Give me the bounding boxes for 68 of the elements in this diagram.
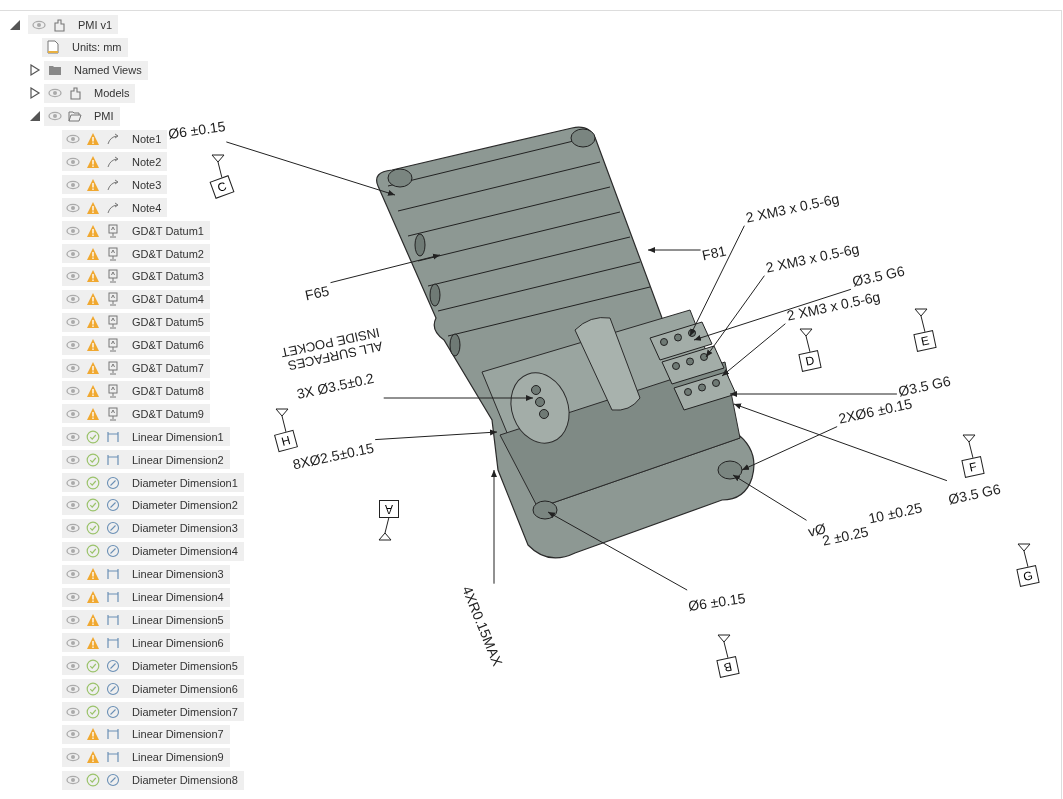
tree-item-label: Models	[94, 87, 130, 100]
leader-line	[491, 469, 497, 585]
tree-item-label: Diameter Dimension3	[132, 522, 238, 535]
leader-line	[729, 391, 898, 397]
tree-item-label: Diameter Dimension7	[132, 705, 238, 718]
tree-item-label: Diameter Dimension1	[132, 476, 238, 489]
annotation-text: F81	[700, 242, 728, 264]
tree-item-label: GD&T Datum4	[132, 293, 204, 306]
tree-item-label: Linear Dimension1	[132, 430, 224, 443]
tree-item-label: Linear Dimension5	[132, 613, 224, 626]
datum-box: A	[379, 500, 399, 518]
leader-line	[705, 275, 765, 358]
annotation-text: Ø6 ±0.15	[167, 118, 227, 142]
leader-line	[693, 288, 852, 341]
tree-item-label: PMI v1	[78, 18, 113, 31]
tree-item-label: GD&T Datum7	[132, 362, 204, 374]
tree-item-label: Diameter Dimension6	[132, 682, 238, 695]
leader-line	[374, 429, 498, 441]
tree-item-label: GD&T Datum8	[132, 384, 204, 397]
tree-item-label: Units: mm	[72, 41, 122, 54]
tree-item-label: Note3	[132, 178, 162, 191]
tree-item-label: Diameter Dimension5	[132, 659, 238, 672]
tree-item-label: Diameter Dimension2	[132, 499, 238, 512]
tree-item-label: GD&T Datum3	[132, 270, 204, 283]
leader-line	[547, 511, 688, 591]
leader-line	[721, 323, 786, 377]
tree-item-label: Linear Dimension6	[132, 636, 224, 649]
annotation-text: Ø3.5 G6	[946, 480, 1002, 508]
leader-line	[732, 474, 808, 521]
annotation-text: Ø3.5 G6	[850, 262, 906, 290]
tree-item-label: Linear Dimension7	[132, 728, 224, 741]
datum-box: E	[913, 330, 937, 352]
tree-item-label: Diameter Dimension4	[132, 545, 238, 558]
tree-item-label: Linear Dimension4	[132, 591, 224, 603]
annotation-text: Ø3.5 G6	[896, 372, 952, 400]
tree-item-label: GD&T Datum2	[132, 247, 204, 260]
tree-item-label: Linear Dimension2	[132, 453, 224, 466]
tree-item-label: GD&T Datum9	[132, 407, 204, 420]
tree-item-label: Named Views	[74, 64, 142, 77]
annotation-text: F65	[303, 282, 331, 304]
tree-item-label: Linear Dimension3	[132, 568, 224, 581]
tree-item-label: Note1	[132, 133, 162, 145]
annotation-text: Ø6 ±0.15	[687, 590, 747, 614]
leader-line	[225, 141, 396, 196]
datum-box: F	[961, 456, 985, 478]
tree-item-label: PMI	[94, 110, 114, 123]
leader-line	[383, 395, 534, 401]
leader-line	[733, 403, 948, 482]
annotation-text: 2 XM3 x 0.5-6g	[744, 190, 841, 226]
datum-box: G	[1016, 565, 1040, 587]
tree-item-label: Note2	[132, 155, 162, 168]
tree-item-label: GD&T Datum6	[132, 339, 204, 352]
dimension-text: 3X Ø3.5±0.2	[295, 370, 376, 402]
datum-box: B	[716, 656, 740, 678]
dimension-text: 10 ±0.25	[866, 499, 924, 527]
annotation-text: 2 XM3 x 0.5-6g	[785, 288, 882, 324]
leader-line	[330, 253, 441, 284]
leader-line	[689, 225, 745, 337]
tree-item-label: Note4	[132, 201, 162, 214]
leader-line	[647, 247, 702, 253]
datum-box: C	[209, 175, 235, 199]
datum-box: H	[274, 429, 298, 453]
tree-item-label: GD&T Datum1	[132, 224, 204, 237]
leader-line	[741, 426, 838, 471]
tree-item-label: GD&T Datum5	[132, 316, 204, 329]
tree-item-label: Diameter Dimension8	[132, 774, 238, 787]
datum-box: D	[798, 350, 822, 372]
tree-item-label: Linear Dimension9	[132, 751, 224, 764]
